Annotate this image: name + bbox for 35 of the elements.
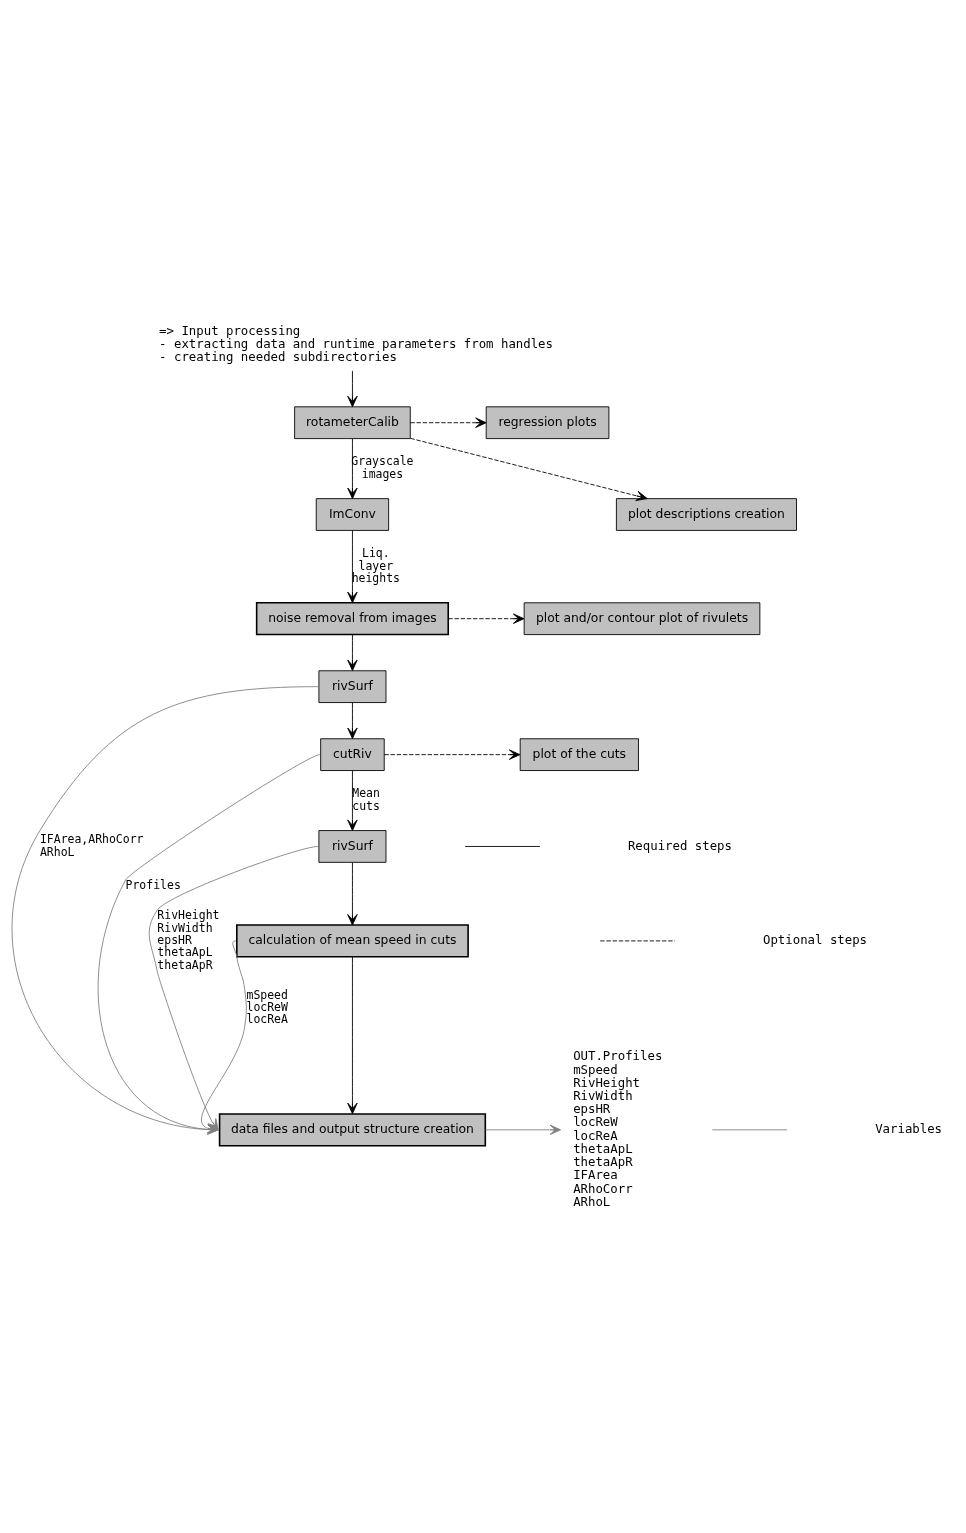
- arrow: [347, 369, 358, 407]
- node-box: plot descriptions creation: [615, 497, 797, 531]
- node-text: OUT.Profiles mSpeed RivHeight RivWidth epsHR locReW locReA thetaApL thetaApR IFArea ARhoCorr ARhoL: [573, 1048, 663, 1209]
- node-box: plot of the cuts: [519, 737, 639, 771]
- arrow: [347, 633, 358, 671]
- node-box: cutRiv: [320, 737, 385, 771]
- arrow: [347, 529, 358, 603]
- node-box: ImConv: [315, 497, 390, 531]
- node-box: rivSurf: [318, 829, 387, 863]
- edge-label: mSpeed locReW locReA: [246, 987, 288, 1026]
- node-box: data files and output structure creation: [218, 1112, 487, 1147]
- edge-label: IFArea,ARhoCorr ARhoL: [39, 831, 144, 859]
- node-text: => Input processing - extracting data and runtime parameters from handles - creating needed subdirectories: [159, 323, 553, 364]
- arrow: [484, 1124, 562, 1135]
- arrow: [383, 748, 521, 760]
- arrow: [447, 612, 525, 624]
- arrow: [347, 861, 358, 925]
- legend-label: Optional steps: [763, 932, 868, 947]
- node-box: rotameterCalib: [294, 405, 411, 439]
- arrow: [409, 417, 487, 428]
- arrow: [347, 956, 358, 1114]
- arrow: [410, 437, 648, 501]
- arrow: [347, 701, 358, 739]
- edge-label: RivHeight RivWidth epsHR thetaApL thetaApR: [157, 907, 220, 972]
- edge-label: Profiles: [125, 877, 181, 892]
- legend-label: Required steps: [627, 838, 732, 853]
- arrow: [97, 753, 321, 1135]
- node-box: rivSurf: [318, 669, 387, 703]
- node-box: regression plots: [485, 405, 610, 439]
- arrow: [11, 685, 319, 1135]
- arrow: [347, 437, 358, 499]
- legend-label: Variables: [875, 1121, 943, 1136]
- node-box: plot and/or contour plot of rivulets: [523, 601, 761, 635]
- node-box: calculation of mean speed in cuts: [236, 923, 469, 958]
- node-box: noise removal from images: [255, 601, 450, 635]
